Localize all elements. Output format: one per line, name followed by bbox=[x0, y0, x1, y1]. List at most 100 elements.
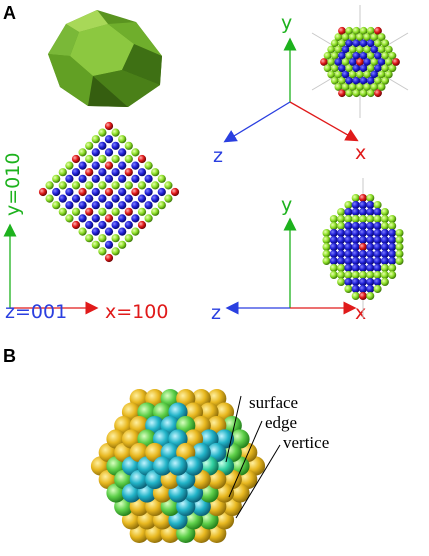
atom-surface bbox=[137, 207, 147, 216]
atom-surface bbox=[344, 215, 353, 223]
atom-surface bbox=[348, 33, 357, 41]
atom-core bbox=[370, 45, 379, 54]
atom-core bbox=[366, 285, 375, 293]
atom-surface bbox=[111, 207, 120, 216]
atom-core bbox=[374, 51, 382, 60]
atom-surface bbox=[322, 257, 331, 265]
atom-core bbox=[137, 168, 147, 177]
atom-surface bbox=[352, 26, 361, 35]
atom-surface bbox=[322, 243, 331, 251]
atom-surface bbox=[85, 141, 94, 150]
atom-surface bbox=[363, 83, 372, 91]
atom-vertex bbox=[320, 58, 328, 66]
y-axis-label: y bbox=[281, 12, 292, 34]
atom-core bbox=[111, 168, 120, 177]
vertice-label: vertice bbox=[283, 433, 329, 452]
polyhedron-solid bbox=[48, 10, 162, 107]
atom-core bbox=[111, 194, 120, 203]
x-axis-label: x bbox=[355, 302, 366, 324]
atom-core bbox=[337, 250, 346, 258]
surface-label: surface bbox=[249, 393, 298, 412]
atom-surface bbox=[65, 161, 74, 170]
atom-core bbox=[351, 222, 360, 230]
atom-core bbox=[366, 208, 375, 216]
x-axis-label: x=100 bbox=[105, 301, 168, 323]
atom-core bbox=[118, 227, 127, 236]
atom-core bbox=[104, 240, 114, 249]
atom-surface bbox=[78, 148, 87, 157]
atom-surface bbox=[323, 51, 332, 60]
atom-surface bbox=[329, 264, 338, 272]
atom-surface bbox=[388, 51, 397, 60]
atom-surface bbox=[91, 240, 100, 249]
atom-core bbox=[104, 227, 114, 236]
atom-surface bbox=[124, 141, 133, 150]
atom-core bbox=[91, 227, 100, 236]
atom-core bbox=[373, 257, 382, 265]
atom-core bbox=[337, 243, 346, 251]
z-axis-label: z=001 bbox=[5, 301, 67, 323]
atom-core bbox=[131, 174, 140, 183]
atom-core bbox=[337, 236, 346, 244]
atom-surface bbox=[374, 76, 382, 85]
atom-core bbox=[351, 229, 360, 237]
atom-surface bbox=[111, 128, 120, 137]
z-axis-label: z bbox=[213, 145, 223, 167]
atom-core bbox=[151, 194, 160, 203]
atom-surface bbox=[359, 215, 367, 223]
atom-surface bbox=[337, 278, 346, 286]
atom-core bbox=[137, 194, 147, 203]
atom-surface bbox=[381, 39, 390, 48]
atom-core bbox=[359, 236, 367, 244]
atom-vertex bbox=[104, 253, 114, 263]
atom-surface bbox=[157, 201, 166, 210]
atom-vertex bbox=[338, 26, 346, 35]
atom-surface bbox=[144, 161, 153, 170]
atom-surface bbox=[348, 83, 357, 91]
atom-core bbox=[359, 222, 367, 230]
atom-core bbox=[118, 148, 127, 157]
atom-vertex bbox=[71, 154, 81, 164]
atom-surface bbox=[370, 33, 379, 41]
atom-core bbox=[373, 278, 382, 286]
atom-core bbox=[352, 76, 361, 85]
atom-surface bbox=[388, 64, 397, 73]
atom-surface bbox=[338, 76, 346, 85]
atom-vertex bbox=[374, 26, 382, 35]
atom-surface bbox=[380, 215, 389, 223]
atom-core bbox=[348, 58, 357, 66]
atom-core bbox=[377, 58, 386, 66]
atom-core bbox=[373, 236, 382, 244]
atom-vertex bbox=[85, 168, 94, 177]
atom-surface bbox=[377, 33, 386, 41]
atom-surface bbox=[380, 208, 389, 216]
atom-core bbox=[98, 141, 107, 150]
atom-surface bbox=[380, 271, 389, 279]
z-axis-label: z bbox=[211, 302, 221, 324]
atom-surface bbox=[334, 83, 343, 91]
atom-core bbox=[380, 250, 389, 258]
atom-core bbox=[124, 220, 133, 230]
atom-surface bbox=[151, 181, 160, 190]
atom-core bbox=[78, 214, 87, 223]
atom-core bbox=[359, 39, 368, 48]
atom-surface bbox=[345, 26, 354, 35]
atom-surface bbox=[395, 236, 404, 244]
atom-core bbox=[329, 250, 338, 258]
atom-core bbox=[144, 174, 153, 183]
y-axis-label: y bbox=[281, 194, 292, 216]
atom-surface bbox=[151, 168, 160, 177]
atom-surface bbox=[85, 154, 94, 164]
atom-core bbox=[118, 201, 127, 210]
atom-surface bbox=[370, 83, 379, 91]
atom-cluster-front-view bbox=[38, 121, 180, 263]
atom-core bbox=[341, 45, 350, 54]
atom-surface bbox=[344, 285, 353, 293]
atom-core bbox=[366, 257, 375, 265]
atom-surface bbox=[337, 271, 346, 279]
atom-surface bbox=[356, 33, 364, 41]
atom-surface bbox=[351, 292, 360, 300]
atom-surface bbox=[337, 222, 346, 230]
atom-core bbox=[352, 39, 361, 48]
atom-core bbox=[359, 64, 368, 73]
